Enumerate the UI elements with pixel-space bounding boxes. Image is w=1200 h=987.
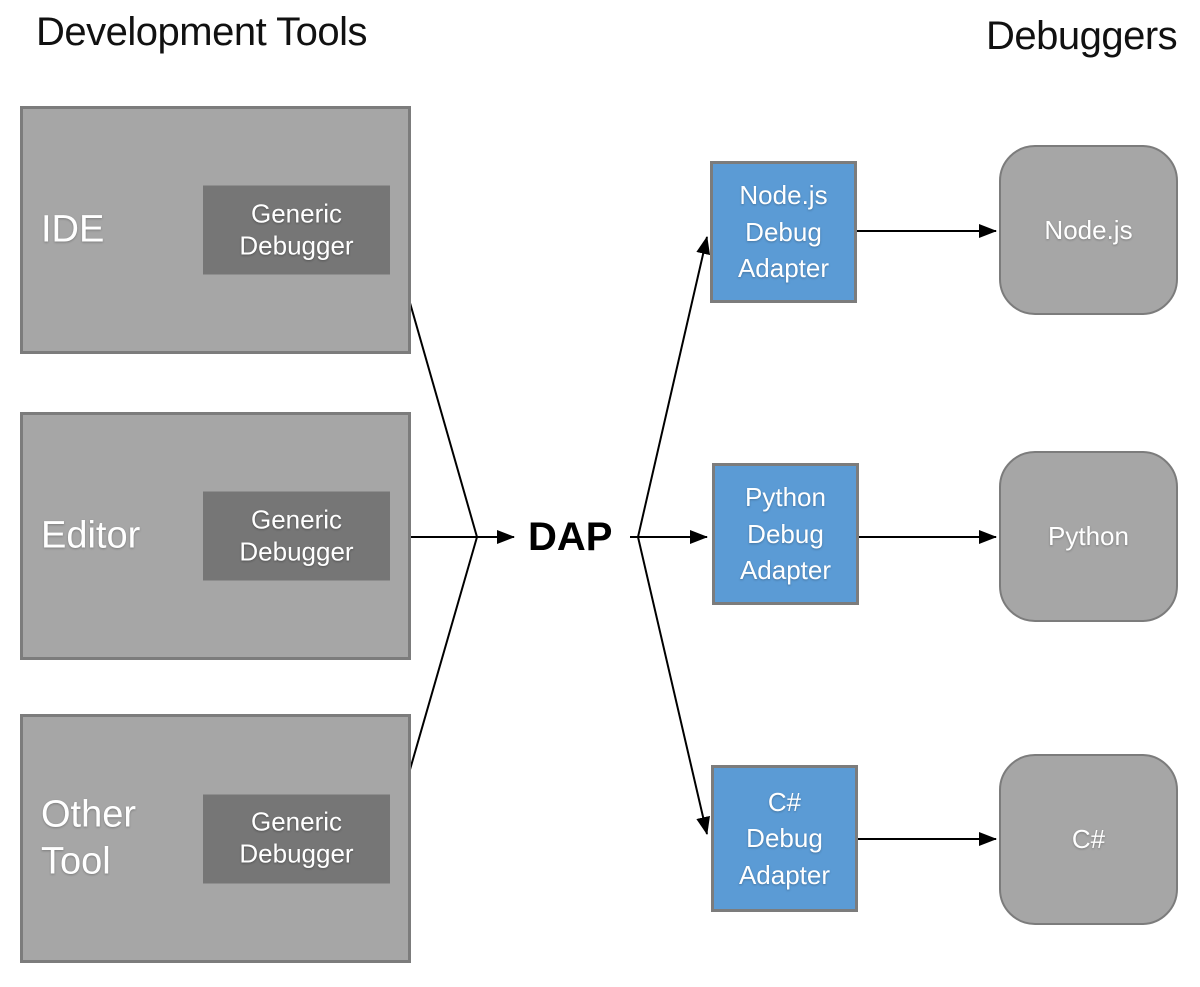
adapter-box-csharp: C# Debug Adapter (711, 765, 858, 912)
tool-box-other-tool: Other Tool Generic Debugger (20, 714, 411, 963)
generic-debugger-box-editor: Generic Debugger (203, 491, 390, 581)
runtime-label-nodejs: Node.js (1044, 214, 1133, 245)
arrow-dap-to-csharp-adapter (637, 536, 710, 835)
generic-debugger-label: Generic Debugger (239, 504, 354, 566)
tool-box-editor: Editor Generic Debugger (20, 412, 411, 660)
tool-label-editor: Editor (41, 514, 141, 557)
generic-debugger-label: Generic Debugger (239, 198, 354, 260)
generic-debugger-box-ide: Generic Debugger (203, 185, 390, 275)
adapter-box-nodejs: Node.js Debug Adapter (710, 161, 857, 303)
tool-label-ide: IDE (41, 208, 105, 251)
runtime-box-nodejs: Node.js (999, 145, 1178, 315)
adapter-box-python: Python Debug Adapter (712, 463, 859, 605)
tool-label-other-tool: Other Tool (41, 793, 137, 883)
adapter-label-nodejs: Node.js Debug Adapter (737, 180, 830, 284)
tool-box-ide: IDE Generic Debugger (20, 106, 411, 354)
adapter-label-python: Python Debug Adapter (739, 482, 832, 586)
right-column-title: Debuggers (986, 14, 1178, 58)
left-column-title: Development Tools (36, 10, 367, 54)
generic-debugger-label: Generic Debugger (239, 806, 354, 869)
runtime-box-csharp: C# (999, 754, 1178, 925)
adapter-label-csharp: C# Debug Adapter (738, 786, 831, 890)
dap-label: DAP (528, 515, 613, 559)
arrow-dap-to-node-adapter (637, 236, 711, 538)
runtime-label-python: Python (1048, 521, 1129, 551)
runtime-label-csharp: C# (1071, 824, 1106, 854)
runtime-box-python: Python (999, 451, 1178, 622)
generic-debugger-box-other-tool: Generic Debugger (203, 794, 390, 883)
